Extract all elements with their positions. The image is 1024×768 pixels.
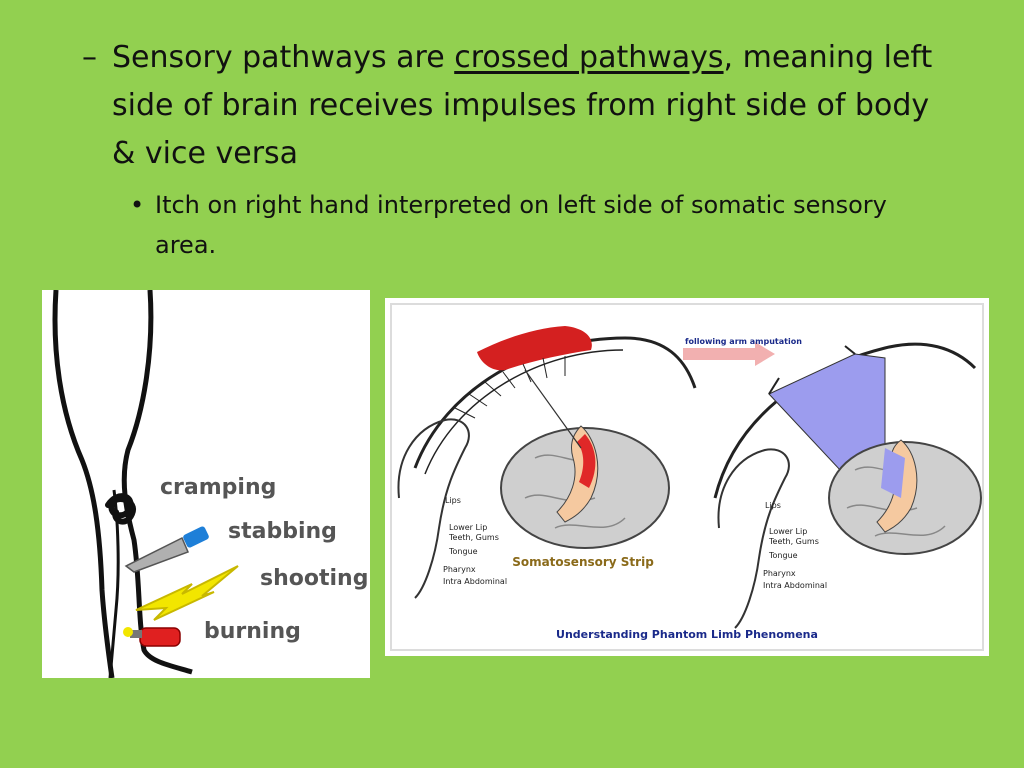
bullet-level-1: – Sensory pathways are crossed pathways,… bbox=[82, 34, 942, 178]
body-label-tongue-right: Tongue bbox=[768, 551, 798, 560]
body-label-lower-lip-right: Lower Lip bbox=[769, 527, 807, 536]
label-burning: burning bbox=[204, 619, 301, 644]
body-label-tongue: Tongue bbox=[448, 547, 478, 556]
crossed-pathways-term: crossed pathways bbox=[454, 40, 724, 75]
fire-extinguisher-icon bbox=[123, 627, 181, 647]
strip-label-line: Somatosensory Strip bbox=[512, 555, 654, 569]
leg-pain-illustration: cramping stabbing shooting burning bbox=[42, 290, 370, 678]
arrow-label: following arm amputation bbox=[685, 337, 802, 346]
label-stabbing: stabbing bbox=[228, 519, 337, 544]
body-label-lower-lip: Lower Lip bbox=[449, 523, 487, 532]
cramp-knot-icon bbox=[105, 493, 136, 525]
knife-icon bbox=[124, 526, 209, 573]
hand-region-highlight bbox=[477, 326, 592, 371]
bullet-level-2-text: Itch on right hand interpreted on left s… bbox=[155, 191, 887, 259]
body-label-intra-abdominal: Intra Abdominal bbox=[443, 577, 507, 586]
lightning-bolt-icon bbox=[135, 565, 239, 621]
phantom-limb-diagram: Lips Lower Lip Teeth, Gums Tongue Pharyn… bbox=[385, 298, 989, 656]
label-shooting: shooting bbox=[260, 566, 368, 591]
body-label-intra-abdominal-right: Intra Abdominal bbox=[763, 581, 827, 590]
bullet-text-after: , meaning left side of brain receives im… bbox=[112, 40, 933, 171]
bullet-level-1-text: Sensory pathways are crossed pathways, m… bbox=[112, 34, 942, 178]
bullet-text-before: Sensory pathways are bbox=[112, 40, 455, 75]
right-homunculus-diagram: Lips Lower Lip Teeth, Gums Tongue Pharyn… bbox=[713, 342, 982, 629]
body-label-pharynx-right: Pharynx bbox=[763, 569, 796, 578]
body-label-teeth-gums-right: Teeth, Gums bbox=[768, 537, 819, 546]
dash-marker: – bbox=[82, 40, 97, 75]
bullet-dot: • bbox=[130, 191, 145, 219]
bullet-level-2: • Itch on right hand interpreted on left… bbox=[130, 185, 910, 265]
body-label-lips-right: Lips bbox=[765, 501, 781, 510]
strip-label: Somatosensory Strip bbox=[512, 555, 654, 569]
body-outline bbox=[52, 290, 115, 678]
left-homunculus-diagram: Lips Lower Lip Teeth, Gums Tongue Pharyn… bbox=[397, 326, 697, 599]
body-label-teeth-gums: Teeth, Gums bbox=[448, 533, 499, 542]
amputation-arrow: following arm amputation bbox=[683, 337, 802, 366]
diagram-caption: Understanding Phantom Limb Phenomena bbox=[556, 628, 818, 641]
body-label-pharynx: Pharynx bbox=[443, 565, 476, 574]
label-cramping: cramping bbox=[160, 475, 276, 500]
body-label-lips: Lips bbox=[445, 496, 461, 505]
leg-outline-front bbox=[121, 290, 193, 675]
